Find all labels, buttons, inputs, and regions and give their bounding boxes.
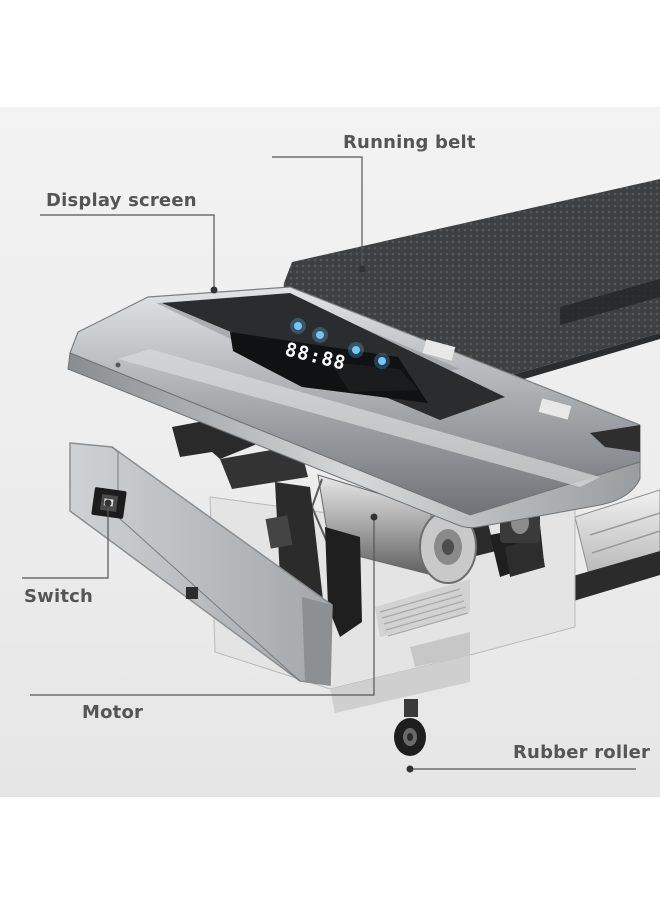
side-cover bbox=[69, 442, 333, 686]
leader-display-screen bbox=[40, 214, 215, 290]
treadmill-illustration: 88:88 bbox=[22, 156, 660, 773]
leader-dots bbox=[104, 265, 414, 773]
label-switch: Switch bbox=[24, 586, 94, 607]
side-rail bbox=[574, 489, 660, 580]
leader-switch bbox=[22, 503, 109, 579]
exploded-diagram: 88:88 Running belt Display screen Switch… bbox=[0, 107, 660, 797]
label-rubber-roller: Rubber roller bbox=[513, 742, 651, 763]
rubber-roller bbox=[394, 699, 426, 756]
leader-running-belt bbox=[272, 156, 363, 269]
label-display-screen: Display screen bbox=[46, 190, 197, 211]
leader-lines bbox=[22, 156, 636, 770]
display-screen: 88:88 bbox=[162, 293, 505, 420]
label-running-belt: Running belt bbox=[343, 132, 476, 153]
label-motor: Motor bbox=[82, 702, 144, 723]
leader-motor bbox=[30, 517, 375, 696]
